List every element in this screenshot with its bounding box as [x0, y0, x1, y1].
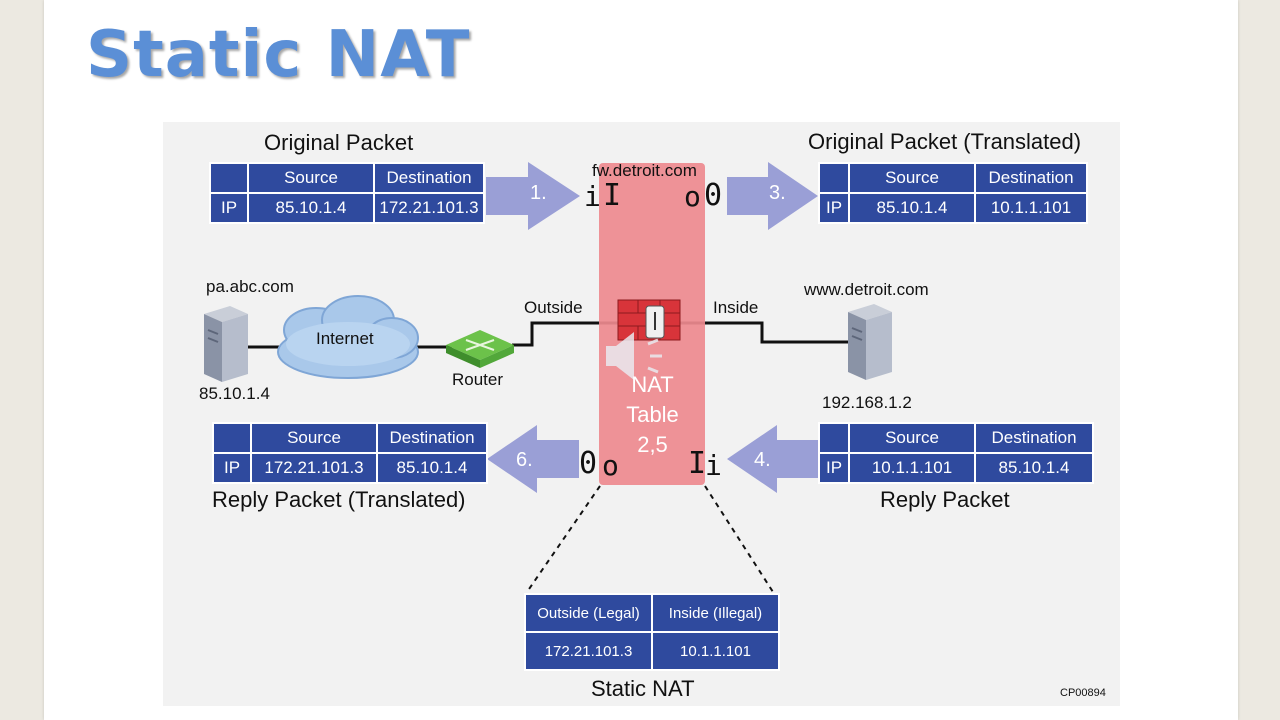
interface-bottom-out-left: 0 — [579, 446, 598, 481]
original-translated-table: Source Destination IP 85.10.1.4 10.1.1.1… — [818, 162, 1088, 224]
router-icon — [446, 330, 514, 368]
nat-table-label: NAT Table 2,5 — [600, 370, 705, 460]
step-6-label: 6. — [516, 449, 533, 471]
interface-top-in-left: i — [584, 180, 601, 213]
nat-table-line-2: Table — [626, 402, 679, 427]
internet-label: Internet — [316, 329, 374, 348]
header-destination: Destination — [376, 422, 488, 454]
header-source: Source — [848, 162, 976, 194]
reply-packet-table: Source Destination IP 10.1.1.101 85.10.1… — [818, 422, 1094, 484]
speaker-icon — [606, 332, 662, 380]
arrow-step-4 — [727, 425, 818, 493]
table-corner — [818, 422, 850, 454]
row-label-ip: IP — [818, 192, 850, 224]
arrow-step-6 — [487, 425, 579, 493]
row-label-ip: IP — [212, 452, 252, 484]
interface-bottom-in-left: I — [688, 446, 707, 481]
nat-header-inside: Inside (Illegal) — [651, 593, 780, 633]
static-nat-table: Outside (Legal) Inside (Illegal) 172.21.… — [524, 593, 780, 671]
cell-source: 10.1.1.101 — [848, 452, 976, 484]
interface-top-out-left: o — [684, 180, 701, 213]
firewall-host-label: fw.detroit.com — [592, 161, 697, 180]
step-4-label: 4. — [754, 449, 771, 471]
nat-cell-inside: 10.1.1.101 — [651, 631, 780, 671]
nat-table-line-1: NAT — [631, 372, 674, 397]
header-destination: Destination — [974, 422, 1094, 454]
header-source: Source — [848, 422, 976, 454]
nat-header-outside: Outside (Legal) — [524, 593, 653, 633]
original-packet-label: Original Packet — [264, 130, 414, 155]
client-ip-label: 85.10.1.4 — [199, 384, 270, 403]
router-label: Router — [452, 370, 504, 389]
cell-source: 85.10.1.4 — [848, 192, 976, 224]
cell-destination: 172.21.101.3 — [373, 192, 485, 224]
step-1-label: 1. — [530, 182, 547, 204]
header-source: Source — [250, 422, 378, 454]
table-corner — [209, 162, 249, 194]
interface-top-out-right: 0 — [704, 178, 723, 213]
row-label-ip: IP — [818, 452, 850, 484]
server-ip-label: 192.168.1.2 — [822, 393, 912, 412]
server-host-label: www.detroit.com — [804, 280, 929, 299]
table-corner — [212, 422, 252, 454]
cell-source: 85.10.1.4 — [247, 192, 375, 224]
original-packet-table: Source Destination IP 85.10.1.4 172.21.1… — [209, 162, 485, 224]
interface-top-in-right: I — [603, 178, 622, 213]
server-left-icon — [204, 306, 248, 382]
step-3-label: 3. — [769, 182, 786, 204]
firewall-icon — [617, 299, 681, 341]
nat-table-line-3: 2,5 — [637, 432, 668, 457]
cell-source: 172.21.101.3 — [250, 452, 378, 484]
nat-cell-outside: 172.21.101.3 — [524, 631, 653, 671]
server-right-icon — [848, 304, 892, 380]
original-translated-label: Original Packet (Translated) — [808, 129, 1082, 154]
header-destination: Destination — [974, 162, 1088, 194]
header-destination: Destination — [373, 162, 485, 194]
outside-label: Outside — [524, 298, 583, 317]
zoom-dashed-lines — [526, 485, 774, 593]
arrow-step-3 — [727, 162, 818, 230]
cell-destination: 85.10.1.4 — [974, 452, 1094, 484]
inside-label: Inside — [713, 298, 759, 317]
client-host-label: pa.abc.com — [206, 277, 294, 296]
table-corner — [818, 162, 850, 194]
flow-arrows — [486, 162, 818, 493]
slide-title: Static NAT — [86, 18, 471, 92]
interface-bottom-in-right: i — [705, 449, 722, 482]
cell-destination: 10.1.1.101 — [974, 192, 1088, 224]
cell-destination: 85.10.1.4 — [376, 452, 488, 484]
header-source: Source — [247, 162, 375, 194]
interface-bottom-out-right: o — [602, 449, 619, 482]
reply-translated-label: Reply Packet (Translated) — [212, 487, 466, 512]
arrow-step-1 — [486, 162, 580, 230]
figure-code: CP00894 — [1060, 687, 1106, 699]
reply-packet-label: Reply Packet — [880, 487, 1010, 512]
reply-translated-table: Source Destination IP 172.21.101.3 85.10… — [212, 422, 488, 484]
static-nat-caption: Static NAT — [591, 676, 695, 701]
row-label-ip: IP — [209, 192, 249, 224]
